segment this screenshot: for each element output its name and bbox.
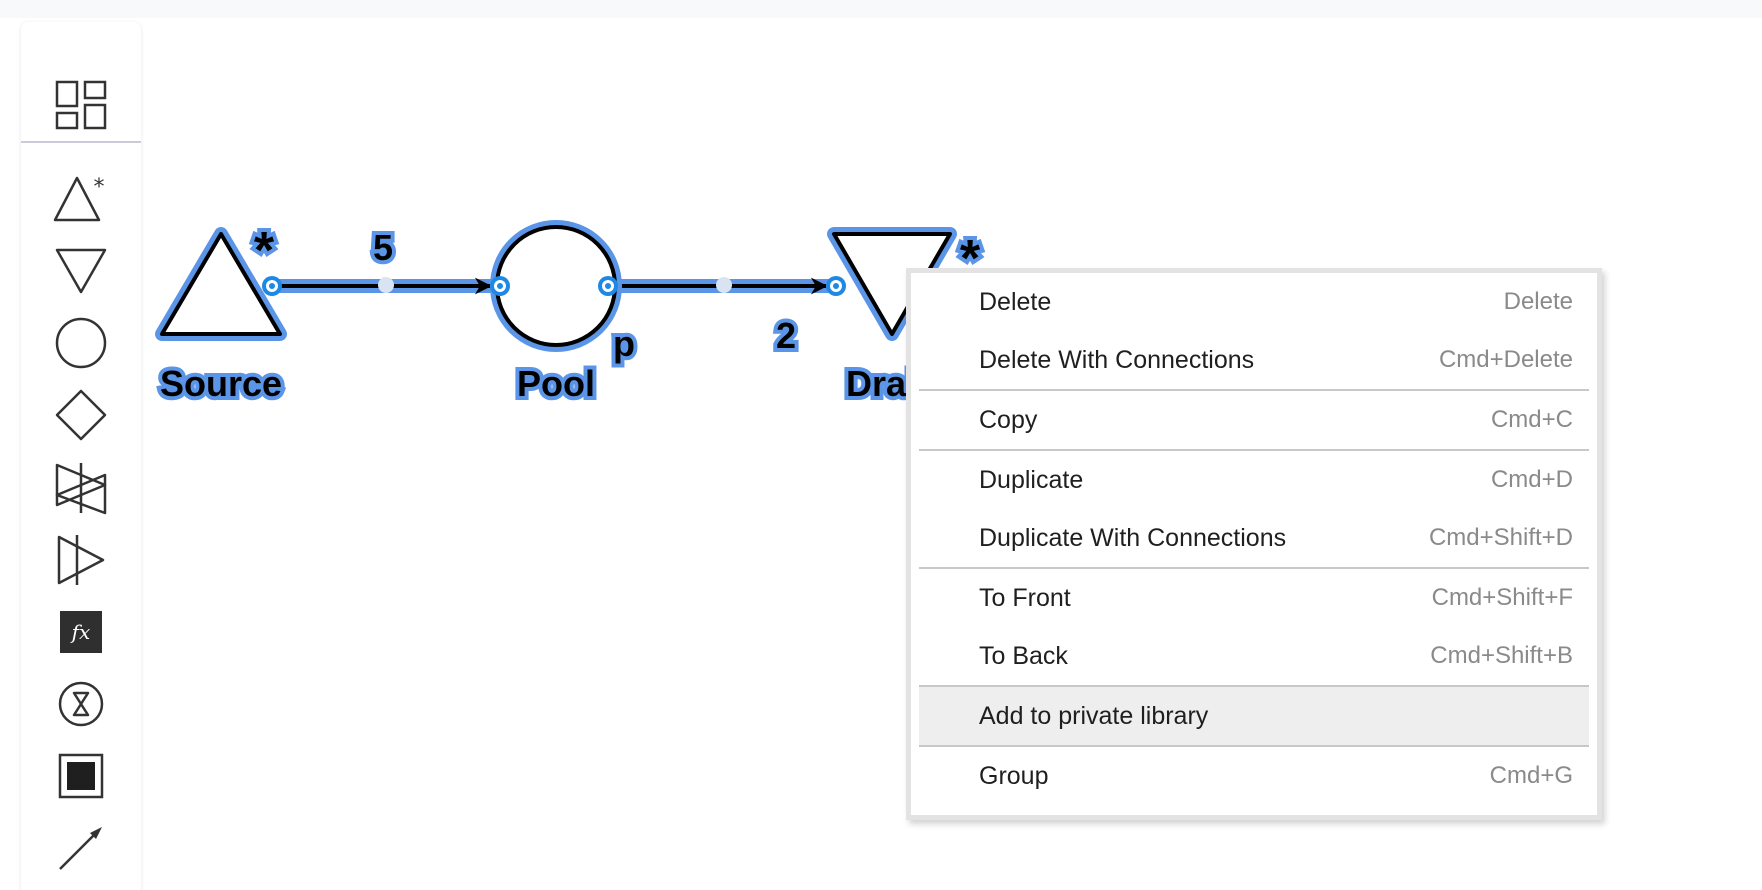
menu-item-label: Add to private library <box>979 701 1209 730</box>
end-condition-tool-button[interactable] <box>21 743 141 809</box>
register-glyph: fx <box>71 620 91 644</box>
menu-item-shortcut: Cmd+Shift+F <box>1431 584 1573 611</box>
register-icon: fx <box>60 611 102 653</box>
menu-separator <box>919 389 1589 391</box>
edge-pool-drain[interactable]: 2 <box>601 277 837 360</box>
menu-item-shortcut: Cmd+Shift+D <box>1428 524 1573 551</box>
edge-label[interactable]: 5 <box>369 223 397 272</box>
menu-item-delete[interactable]: Delete Delete <box>919 273 1589 331</box>
source-node[interactable]: * Source <box>155 218 287 408</box>
connection-tool-button[interactable] <box>21 815 141 881</box>
trigger-mark: * <box>254 222 275 280</box>
menu-item-shortcut: Cmd+Delete <box>1438 346 1573 373</box>
dashboard-icon <box>55 80 107 130</box>
menu-item-label: Delete <box>979 287 1052 316</box>
toolbar-divider <box>21 141 141 143</box>
pool-icon <box>55 317 107 369</box>
drain-icon <box>55 248 107 294</box>
context-menu: Delete Delete Delete With Connections Cm… <box>906 268 1602 820</box>
menu-item-label: Duplicate <box>979 465 1084 494</box>
converter-tool-button[interactable] <box>21 455 141 521</box>
source-label[interactable]: Source <box>156 359 286 408</box>
trader-tool-button[interactable] <box>21 527 141 593</box>
menu-item-delete-with-connections[interactable]: Delete With Connections Cmd+Delete <box>919 331 1589 389</box>
menu-item-shortcut: Cmd+D <box>1490 466 1573 493</box>
delay-tool-button[interactable] <box>21 671 141 737</box>
dashboard-tool-button[interactable] <box>21 72 141 138</box>
menu-item-shortcut: Delete <box>1503 288 1573 315</box>
menu-item-shortcut: Cmd+G <box>1489 762 1573 789</box>
edge-midpoint-handle[interactable] <box>378 277 394 293</box>
menu-item-to-back[interactable]: To Back Cmd+Shift+B <box>919 627 1589 685</box>
pool-label[interactable]: Pool <box>513 359 599 408</box>
menu-item-label: To Front <box>979 583 1071 612</box>
menu-item-label: Delete With Connections <box>979 345 1255 374</box>
source-tool-button[interactable]: * <box>21 165 141 231</box>
menu-item-duplicate-with-connections[interactable]: Duplicate With Connections Cmd+Shift+D <box>919 509 1589 567</box>
menu-separator <box>919 449 1589 451</box>
svg-text:*: * <box>94 175 105 200</box>
menu-item-copy[interactable]: Copy Cmd+C <box>919 391 1589 449</box>
menu-item-group[interactable]: Group Cmd+G <box>919 747 1589 805</box>
connection-icon <box>59 827 102 870</box>
pool-node[interactable]: p Pool <box>490 220 639 408</box>
pool-modifier: p <box>613 323 635 364</box>
register-tool-button[interactable]: fx <box>21 599 141 665</box>
edge-source-pool[interactable]: 5 <box>265 223 501 295</box>
gate-tool-button[interactable] <box>21 382 141 448</box>
menu-separator <box>919 745 1589 747</box>
menu-item-to-front[interactable]: To Front Cmd+Shift+F <box>919 569 1589 627</box>
menu-item-shortcut: Cmd+C <box>1490 406 1573 433</box>
menu-separator <box>919 685 1589 687</box>
menu-item-label: To Back <box>979 641 1068 670</box>
menu-item-label: Copy <box>979 405 1038 434</box>
menu-item-add-to-private-library[interactable]: Add to private library <box>919 687 1589 745</box>
node-toolbar: * <box>21 22 141 890</box>
edge-label[interactable]: 2 <box>772 311 800 360</box>
converter-icon <box>55 463 107 515</box>
end-condition-icon <box>58 753 104 799</box>
menu-item-label: Group <box>979 761 1049 790</box>
drain-tool-button[interactable] <box>21 238 141 304</box>
menu-item-shortcut: Cmd+Shift+B <box>1430 642 1573 669</box>
menu-separator <box>919 567 1589 569</box>
menu-item-duplicate[interactable]: Duplicate Cmd+D <box>919 451 1589 509</box>
pool-tool-button[interactable] <box>21 310 141 376</box>
trader-icon <box>57 535 105 585</box>
gate-icon <box>55 389 107 441</box>
menu-item-label: Duplicate With Connections <box>979 523 1287 552</box>
edge-midpoint-handle[interactable] <box>716 277 732 293</box>
delay-icon <box>58 681 104 727</box>
source-icon: * <box>53 175 105 222</box>
